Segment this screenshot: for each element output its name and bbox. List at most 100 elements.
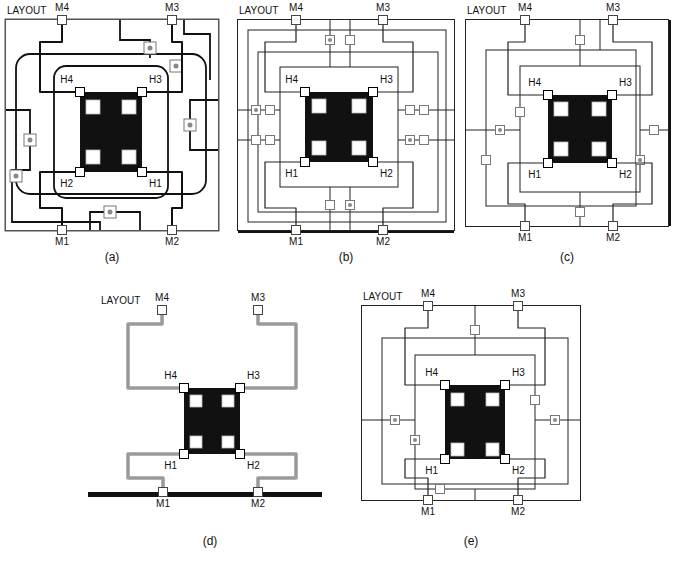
valve-dot xyxy=(108,210,113,215)
port-label: M4 xyxy=(420,288,436,300)
chip-pin-label: H1 xyxy=(163,460,178,472)
valve xyxy=(576,36,585,45)
port-box: M4 xyxy=(158,306,166,314)
chip-pin: H4 xyxy=(544,91,552,99)
port-label: M3 xyxy=(605,2,621,14)
chip-cells xyxy=(86,99,606,456)
port-label: M3 xyxy=(164,2,180,14)
channel-network xyxy=(238,20,668,500)
chip-pin: H3 xyxy=(501,381,509,389)
port-box: M3 xyxy=(254,306,262,314)
valve xyxy=(406,106,415,115)
channel-wire xyxy=(244,454,296,488)
chip-pin-label: H4 xyxy=(284,74,299,86)
port-label: M4 xyxy=(288,2,304,14)
valve xyxy=(170,60,182,72)
valve xyxy=(471,326,480,335)
channel-wire xyxy=(508,163,544,222)
valve-dot xyxy=(638,158,642,162)
layout-heading: LAYOUT xyxy=(6,5,47,17)
chip-pin-label: H3 xyxy=(148,74,163,86)
chip-pin-label: H3 xyxy=(511,367,526,379)
port-box: M1 xyxy=(292,226,300,234)
panel-caption: (e) xyxy=(463,534,480,548)
valve xyxy=(326,201,335,210)
valve xyxy=(420,106,429,115)
chip-cell xyxy=(86,100,100,114)
channel-loop xyxy=(248,30,446,222)
valve-dot xyxy=(328,38,332,42)
chip-pin: H4 xyxy=(76,88,84,96)
port-box: M3 xyxy=(379,16,387,24)
chip-body xyxy=(548,95,612,163)
port-box: M4 xyxy=(58,16,66,24)
valve xyxy=(436,485,445,494)
channel-wire xyxy=(405,310,441,385)
port-box: M4 xyxy=(521,16,529,24)
base-bar xyxy=(88,492,322,497)
valve xyxy=(252,106,261,115)
port-label: M4 xyxy=(54,2,70,14)
chip-pin: H3 xyxy=(369,88,377,96)
layout-heading: LAYOUT xyxy=(100,295,141,307)
chip-cell xyxy=(222,395,234,407)
port-label: M1 xyxy=(155,498,171,510)
port-label: M1 xyxy=(54,236,70,248)
valve xyxy=(516,108,525,117)
chip-pin-label: H4 xyxy=(163,370,178,382)
layout-heading: LAYOUT xyxy=(362,291,403,303)
port-box: M3 xyxy=(168,16,176,24)
valve-dot xyxy=(408,138,412,142)
channel-wire xyxy=(244,314,296,388)
chip-cell xyxy=(486,443,499,456)
chip-pin-label: H1 xyxy=(527,169,542,181)
valve xyxy=(650,126,659,135)
channel-loop xyxy=(520,66,640,192)
valve-dot xyxy=(254,108,258,112)
channel-wire xyxy=(377,162,413,226)
valve-set xyxy=(10,36,659,494)
chip-pin-label: H4 xyxy=(527,77,542,89)
chip-pin: H3 xyxy=(236,384,244,392)
layout-panel: M4M3H4H3H2H1M1M2LAYOUT xyxy=(6,20,218,230)
port-box: M4 xyxy=(292,16,300,24)
channel-loop xyxy=(280,67,398,187)
chip-pin: H3 xyxy=(138,88,146,96)
chip-cell xyxy=(122,100,136,114)
channel-wire xyxy=(613,24,652,95)
valve xyxy=(346,201,355,210)
chip-pin: H4 xyxy=(180,384,188,392)
layout-panel: M4M3H4H3H1H2M1M2LAYOUT xyxy=(466,20,668,226)
valve-dot xyxy=(28,138,33,143)
port-box: M1 xyxy=(521,222,529,230)
valve-dot xyxy=(413,438,417,442)
valve-dot xyxy=(14,174,19,179)
valve-dot xyxy=(148,46,153,51)
chip-cell xyxy=(312,99,326,113)
chip-pin-label: H1 xyxy=(148,178,163,190)
valve xyxy=(411,436,420,445)
channel xyxy=(362,306,580,500)
panel-caption: (c) xyxy=(559,250,575,264)
chip-pin: H2 xyxy=(369,158,377,166)
chip-pin: H2 xyxy=(608,159,616,167)
chip-cell xyxy=(592,142,606,156)
valve xyxy=(184,119,196,131)
valve-dot xyxy=(498,128,502,132)
chip-pin: H1 xyxy=(301,158,309,166)
valve xyxy=(496,126,505,135)
chip-pin-label: H3 xyxy=(246,370,261,382)
valve xyxy=(252,136,261,145)
chip-pin-label: H2 xyxy=(379,168,394,180)
valve-dot xyxy=(393,418,397,422)
port-box: M2 xyxy=(379,226,387,234)
valve xyxy=(104,206,116,218)
channel-wire xyxy=(265,162,301,226)
valve xyxy=(391,416,400,425)
channel xyxy=(466,20,668,226)
port-label: M2 xyxy=(250,498,266,510)
chip-pin-label: H2 xyxy=(618,169,633,181)
channel-wire xyxy=(128,314,180,388)
port-box: M3 xyxy=(609,16,617,24)
